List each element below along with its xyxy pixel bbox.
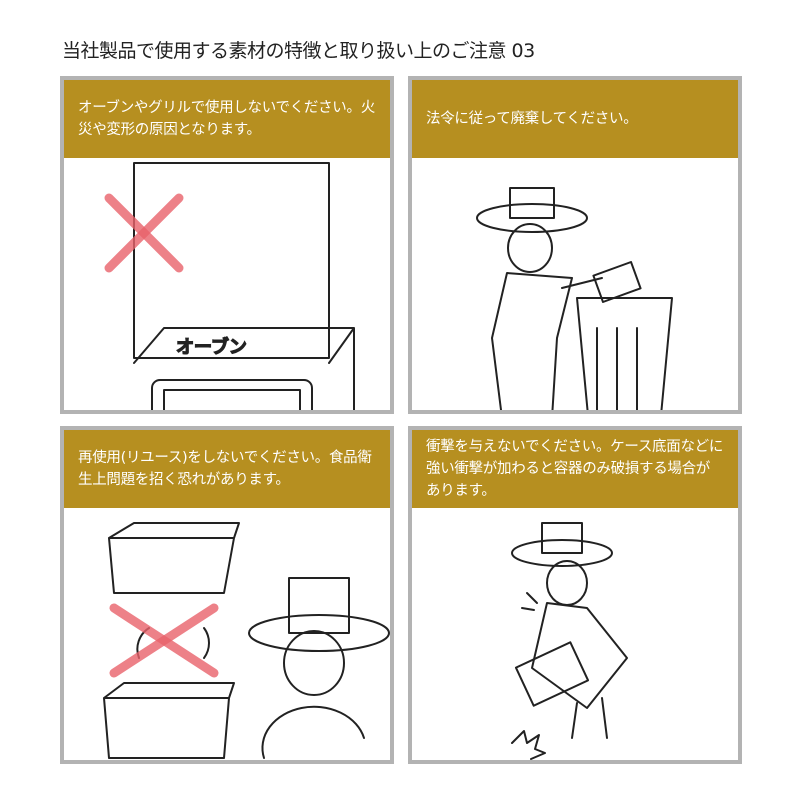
panel-dispose: 法令に従って廃棄してください。: [408, 76, 742, 414]
panel-text: 衝撃を与えないでください。ケース底面などに強い衝撃が加わると容器のみ破損する場合…: [426, 439, 724, 499]
panel-header: 法令に従って廃棄してください。: [412, 80, 738, 158]
panel-text: 再使用(リユース)をしないでください。食品衛生上問題を招く恐れがあります。: [78, 450, 372, 488]
oven-illustration: オーブン: [104, 162, 355, 410]
panel-no-impact: 衝撃を与えないでください。ケース底面などに強い衝撃が加わると容器のみ破損する場合…: [408, 426, 742, 764]
panel-header: 衝撃を与えないでください。ケース底面などに強い衝撃が加わると容器のみ破損する場合…: [412, 430, 738, 508]
disposal-illustration: [476, 187, 673, 410]
panel-text: 法令に従って廃棄してください。: [426, 111, 638, 127]
panel-no-oven: オーブンやグリルで使用しないでください。火災や変形の原因となります。 オーブン: [60, 76, 394, 414]
panel-no-reuse: 再使用(リユース)をしないでください。食品衛生上問題を招く恐れがあります。: [60, 426, 394, 764]
prohibit-x-icon: [109, 603, 219, 678]
panel-header: オーブンやグリルで使用しないでください。火災や変形の原因となります。: [64, 80, 390, 158]
panel-text: オーブンやグリルで使用しないでください。火災や変形の原因となります。: [78, 100, 375, 138]
prohibit-x-icon: [104, 193, 184, 273]
panel-header: 再使用(リユース)をしないでください。食品衛生上問題を招く恐れがあります。: [64, 430, 390, 508]
oven-label: オーブン: [176, 336, 247, 358]
page-title: 当社製品で使用する素材の特徴と取り扱い上のご注意 03: [62, 40, 535, 62]
impact-illustration: [511, 522, 628, 760]
reuse-illustration: [103, 522, 390, 759]
